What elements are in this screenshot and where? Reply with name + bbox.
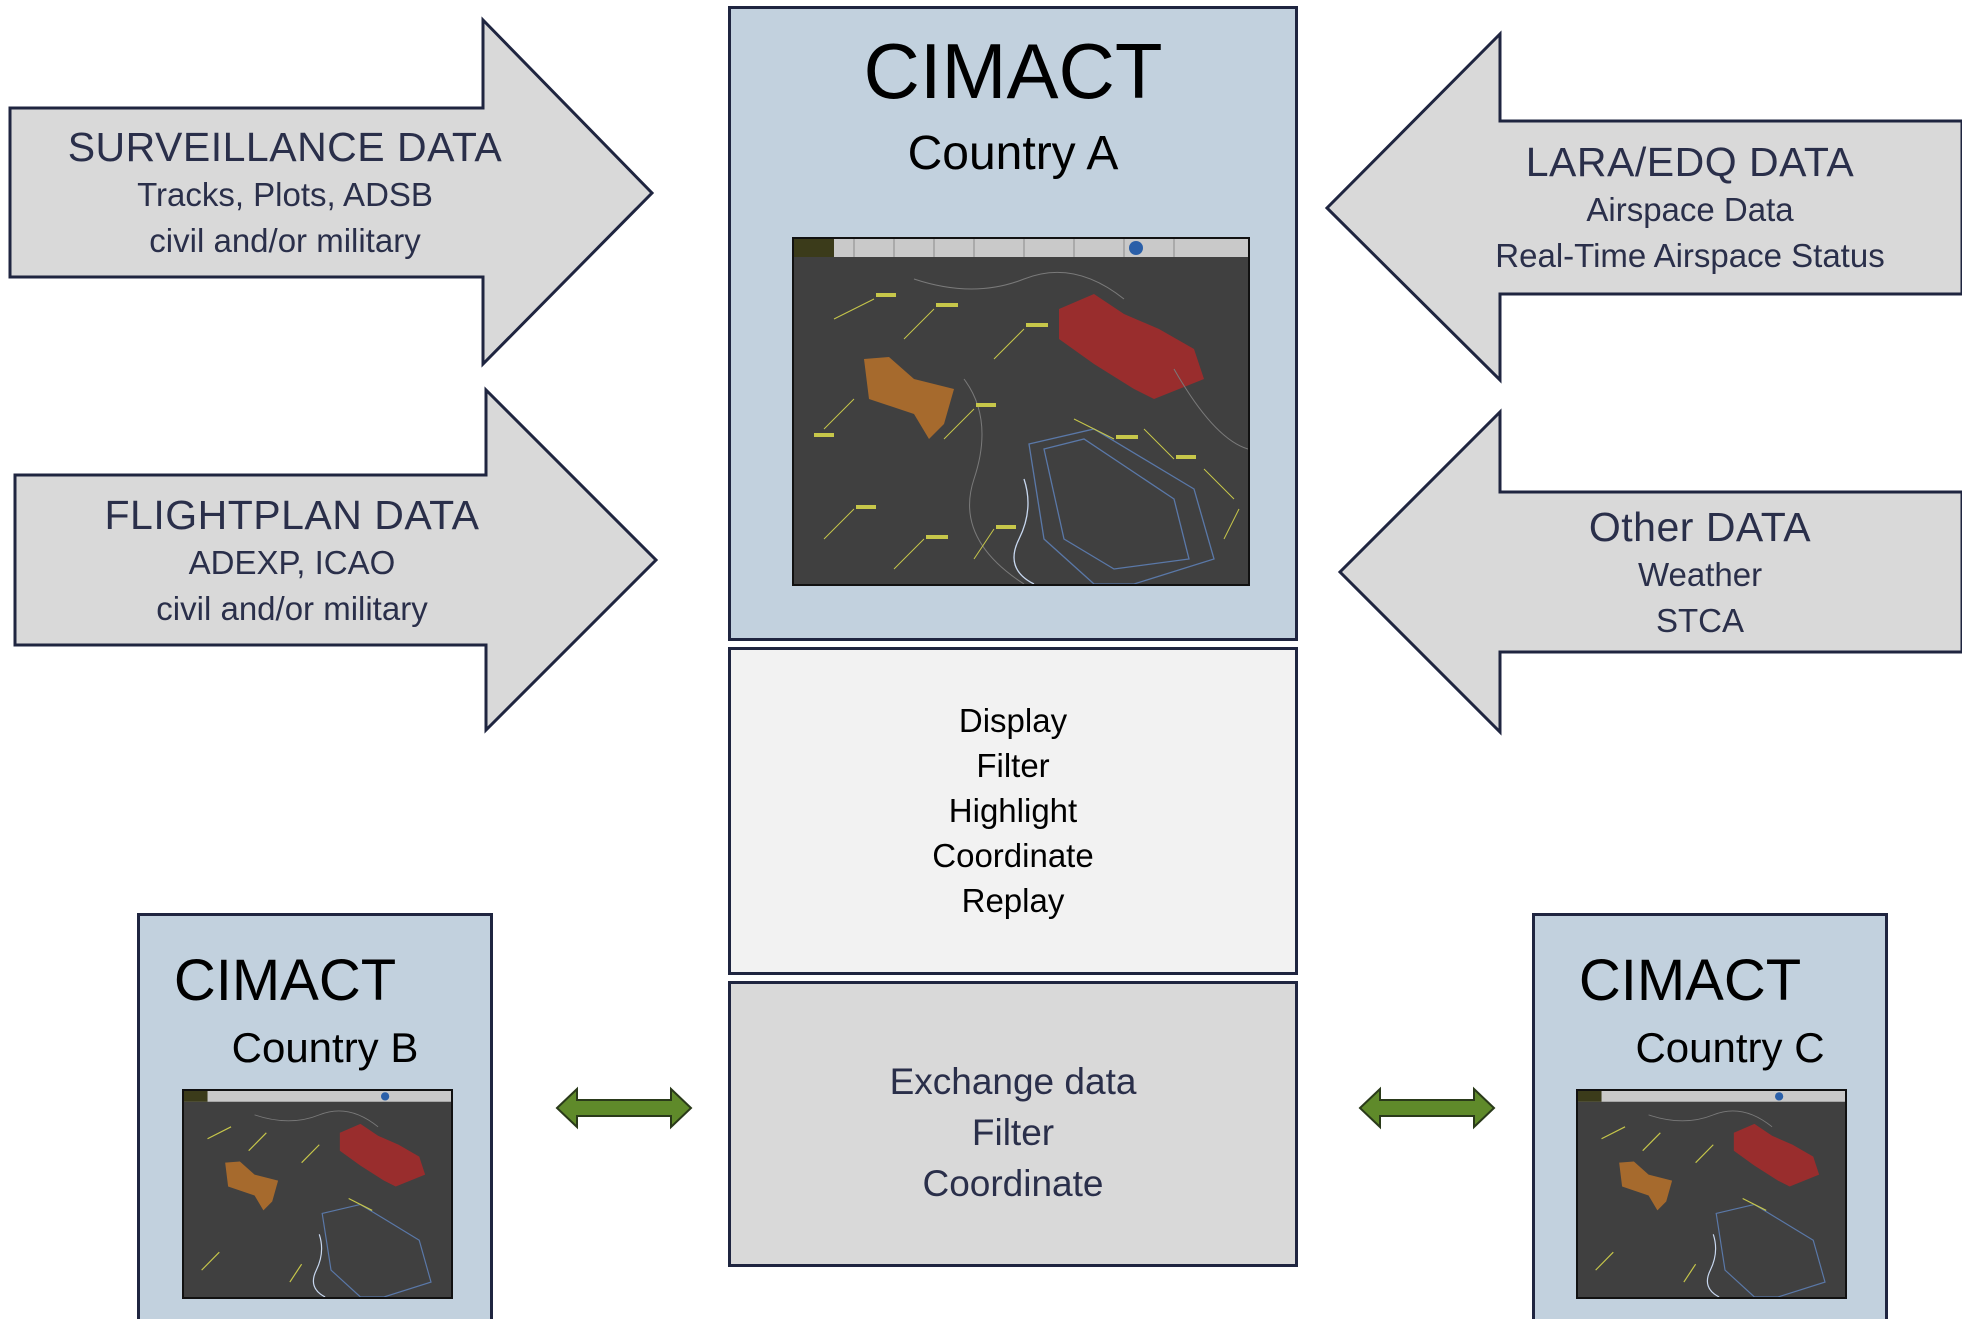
lara-edq-title: LARA/EDQ DATA — [1525, 139, 1855, 185]
other-data-line-2: STCA — [1655, 602, 1744, 639]
radar-display-b — [184, 1091, 451, 1297]
function-display: Display — [958, 702, 1068, 739]
flightplan-data-label: FLIGHTPLAN DATA ADEXP, ICAO civil and/or… — [47, 490, 537, 632]
surveillance-line-1: Tracks, Plots, ADSB — [137, 176, 433, 213]
cimact-b-country: Country B — [231, 1024, 419, 1071]
surveillance-data-label: SURVEILLANCE DATA Tracks, Plots, ADSB ci… — [40, 122, 530, 264]
lara-edq-line-2: Real-Time Airspace Status — [1495, 237, 1885, 274]
exchange-box: Exchange data Filter Coordinate — [728, 981, 1298, 1267]
flightplan-line-2: civil and/or military — [156, 590, 428, 627]
link-arrow-b-exchange — [555, 1086, 693, 1130]
exchange-data-label: Exchange data — [889, 1061, 1137, 1102]
radar-display-c — [1578, 1091, 1845, 1297]
cimact-b-title: CIMACT — [173, 948, 397, 1013]
function-coordinate: Coordinate — [932, 837, 1094, 874]
flightplan-title: FLIGHTPLAN DATA — [104, 492, 480, 538]
function-filter: Filter — [976, 747, 1050, 784]
flightplan-line-1: ADEXP, ICAO — [188, 544, 396, 581]
exchange-filter-label: Filter — [971, 1112, 1055, 1153]
other-data-title: Other DATA — [1588, 504, 1812, 550]
surveillance-title: SURVEILLANCE DATA — [67, 124, 503, 170]
lara-edq-line-1: Airspace Data — [1586, 191, 1794, 228]
other-data-label: Other DATA Weather STCA — [1470, 502, 1930, 644]
surveillance-line-2: civil and/or military — [149, 222, 421, 259]
function-replay: Replay — [961, 882, 1065, 919]
other-data-line-1: Weather — [1637, 556, 1763, 593]
function-highlight: Highlight — [948, 792, 1078, 829]
cimact-c-title: CIMACT — [1578, 948, 1802, 1013]
cimact-c-country: Country C — [1635, 1024, 1825, 1071]
exchange-coordinate-label: Coordinate — [922, 1163, 1104, 1204]
cimact-country-a-panel: CIMACT Country A — [728, 6, 1298, 641]
cimact-a-title: CIMACT — [863, 27, 1163, 115]
cimact-a-country: Country A — [907, 127, 1119, 180]
link-arrow-exchange-c — [1358, 1086, 1496, 1130]
cimact-country-b-panel: CIMACT Country B — [137, 913, 493, 1319]
radar-display-a — [794, 239, 1248, 584]
functions-box: Display Filter Highlight Coordinate Repl… — [728, 647, 1298, 975]
radar-screen-c — [1576, 1089, 1847, 1299]
cimact-country-c-panel: CIMACT Country C — [1532, 913, 1888, 1319]
radar-screen-a — [792, 237, 1250, 586]
radar-screen-b — [182, 1089, 453, 1299]
lara-edq-data-label: LARA/EDQ DATA Airspace Data Real-Time Ai… — [1460, 137, 1920, 279]
